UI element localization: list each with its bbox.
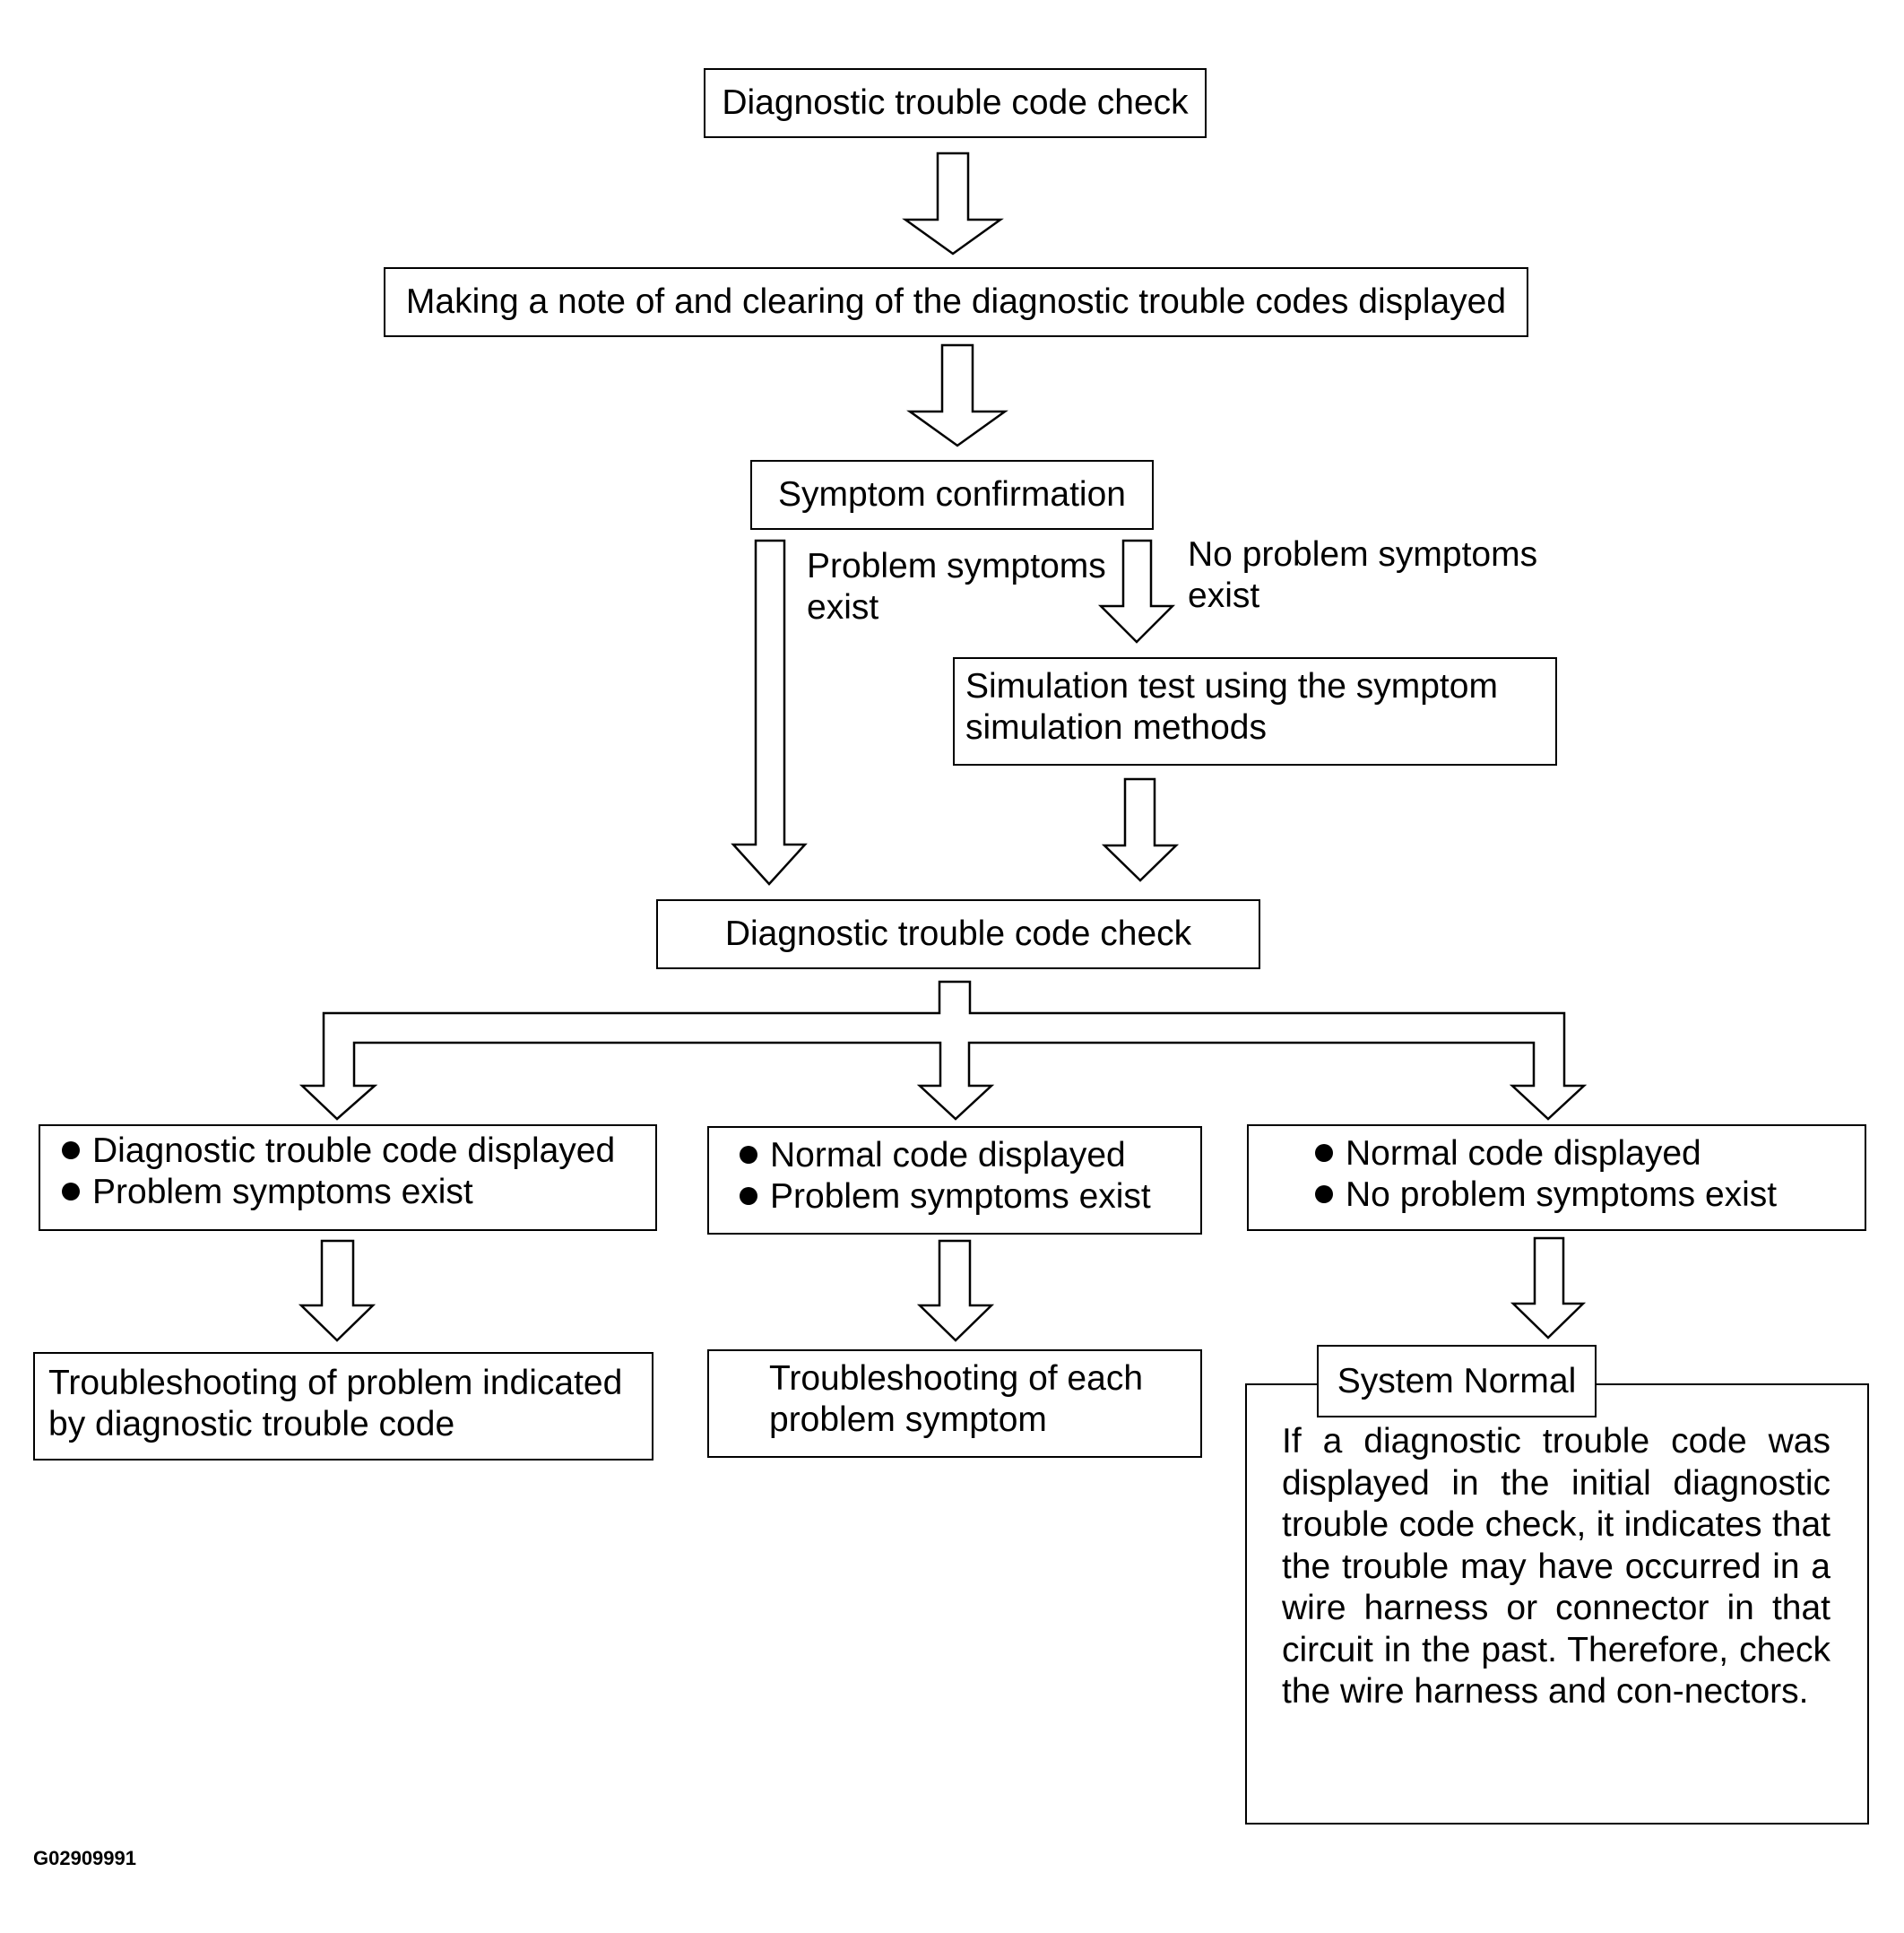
arrow-note-to-symptom xyxy=(906,343,1008,447)
node-note-and-clear-label: Making a note of and clearing of the dia… xyxy=(405,282,1507,321)
node-branch-middle: Normal code displayed Problem symptoms e… xyxy=(707,1126,1202,1235)
branch-right-item-1: Normal code displayed xyxy=(1313,1133,1777,1175)
branch-left-item-1: Diagnostic trouble code displayed xyxy=(60,1131,615,1172)
edge-label-problem-line-2: exist xyxy=(807,588,879,627)
node-dtc-check-initial-label: Diagnostic trouble code check xyxy=(722,83,1189,122)
node-dtc-check-second: Diagnostic trouble code check xyxy=(656,899,1260,969)
node-simulation-line-2: simulation methods xyxy=(965,708,1267,747)
node-result-middle: Troubleshooting of each problem symptom xyxy=(707,1349,1202,1458)
edge-label-problem-symptoms: Problem symptoms exist xyxy=(807,546,1106,628)
result-middle-line-1: Troubleshooting of each xyxy=(769,1359,1144,1398)
node-note-and-clear: Making a note of and clearing of the dia… xyxy=(384,267,1528,337)
node-branch-left: Diagnostic trouble code displayed Proble… xyxy=(39,1124,657,1231)
arrow-middle-to-result xyxy=(916,1239,995,1342)
system-normal-title: System Normal xyxy=(1337,1361,1577,1400)
edge-label-no-problem-symptoms: No problem symptoms exist xyxy=(1188,534,1537,617)
figure-id: G02909991 xyxy=(33,1847,136,1869)
system-normal-note: If a diagnostic trouble code was display… xyxy=(1282,1422,1830,1711)
arrow-problem-symptoms xyxy=(731,539,808,886)
branch-middle-item-1: Normal code displayed xyxy=(738,1135,1151,1176)
arrow-no-problem-symptoms xyxy=(1097,539,1176,644)
system-normal-title-box: System Normal xyxy=(1317,1345,1597,1417)
arrow-three-way-split xyxy=(299,980,1588,1121)
arrow-simulation-to-check xyxy=(1101,777,1180,882)
branch-middle-item-2: Problem symptoms exist xyxy=(738,1176,1151,1218)
result-left-line-1: Troubleshooting of problem indicated xyxy=(48,1364,623,1402)
node-branch-right: Normal code displayed No problem symptom… xyxy=(1247,1124,1866,1231)
arrow-left-to-result xyxy=(298,1239,376,1342)
arrow-check-to-note xyxy=(902,152,1004,256)
node-dtc-check-second-label: Diagnostic trouble code check xyxy=(724,914,1192,953)
edge-label-problem-line-1: Problem symptoms xyxy=(807,547,1106,585)
arrow-right-to-result xyxy=(1510,1236,1587,1339)
node-system-normal: If a diagnostic trouble code was display… xyxy=(1245,1383,1869,1825)
node-simulation-line-1: Simulation test using the symptom xyxy=(965,667,1498,706)
node-symptom-confirmation-label: Symptom confirmation xyxy=(778,475,1126,514)
result-middle-line-2: problem symptom xyxy=(769,1400,1047,1439)
node-simulation-test: Simulation test using the symptom simula… xyxy=(953,657,1557,766)
branch-right-item-2: No problem symptoms exist xyxy=(1313,1175,1777,1216)
node-dtc-check-initial: Diagnostic trouble code check xyxy=(704,68,1207,138)
node-symptom-confirmation: Symptom confirmation xyxy=(750,460,1154,530)
node-result-left: Troubleshooting of problem indicated by … xyxy=(33,1352,653,1461)
edge-label-no-problem-line-1: No problem symptoms xyxy=(1188,535,1538,574)
result-left-line-2: by diagnostic trouble code xyxy=(48,1405,455,1443)
branch-left-item-2: Problem symptoms exist xyxy=(60,1172,615,1213)
edge-label-no-problem-line-2: exist xyxy=(1188,576,1260,615)
